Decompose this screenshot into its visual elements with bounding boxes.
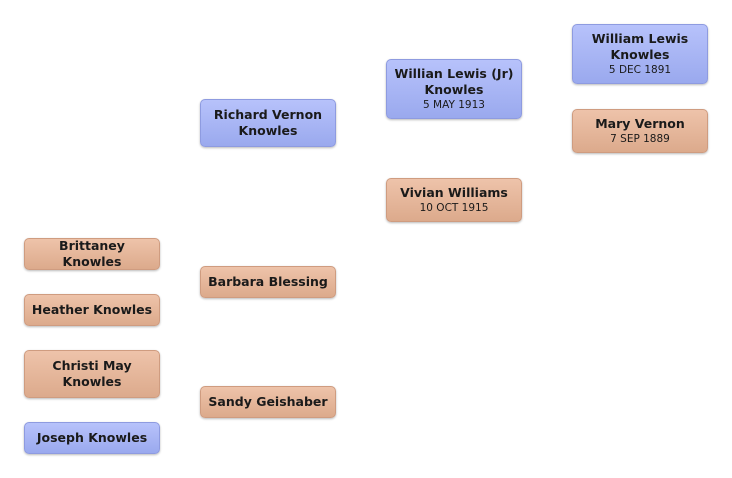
person-name: Christi May Knowles <box>52 358 132 389</box>
person-name: Sandy Geishaber <box>208 394 328 409</box>
person-willian-lewis-jr-knowles[interactable]: Willian Lewis (Jr) Knowles 5 MAY 1913 <box>386 59 522 119</box>
person-brittaney-knowles[interactable]: Brittaney Knowles <box>24 238 160 270</box>
person-barbara-blessing[interactable]: Barbara Blessing <box>200 266 336 298</box>
person-date: 10 OCT 1915 <box>419 202 489 214</box>
person-mary-vernon[interactable]: Mary Vernon 7 SEP 1889 <box>572 109 708 153</box>
person-joseph-knowles[interactable]: Joseph Knowles <box>24 422 160 454</box>
person-name: Vivian Williams <box>400 185 508 200</box>
person-name: Heather Knowles <box>31 302 153 317</box>
person-christi-may-knowles[interactable]: Christi May Knowles <box>24 350 160 398</box>
person-date: 5 DEC 1891 <box>608 64 672 76</box>
person-name: Willian Lewis (Jr) Knowles <box>394 66 514 97</box>
person-name: Barbara Blessing <box>208 274 328 289</box>
person-name: William Lewis Knowles <box>591 31 689 62</box>
person-sandy-geishaber[interactable]: Sandy Geishaber <box>200 386 336 418</box>
person-william-lewis-knowles[interactable]: William Lewis Knowles 5 DEC 1891 <box>572 24 708 84</box>
person-date: 7 SEP 1889 <box>610 133 670 145</box>
person-heather-knowles[interactable]: Heather Knowles <box>24 294 160 326</box>
person-name: Joseph Knowles <box>36 430 148 445</box>
person-vivian-williams[interactable]: Vivian Williams 10 OCT 1915 <box>386 178 522 222</box>
person-date: 5 MAY 1913 <box>423 99 485 111</box>
person-name: Richard Vernon Knowles <box>213 107 323 138</box>
person-richard-vernon-knowles[interactable]: Richard Vernon Knowles <box>200 99 336 147</box>
person-name: Mary Vernon <box>595 116 685 131</box>
person-name: Brittaney Knowles <box>59 238 125 269</box>
